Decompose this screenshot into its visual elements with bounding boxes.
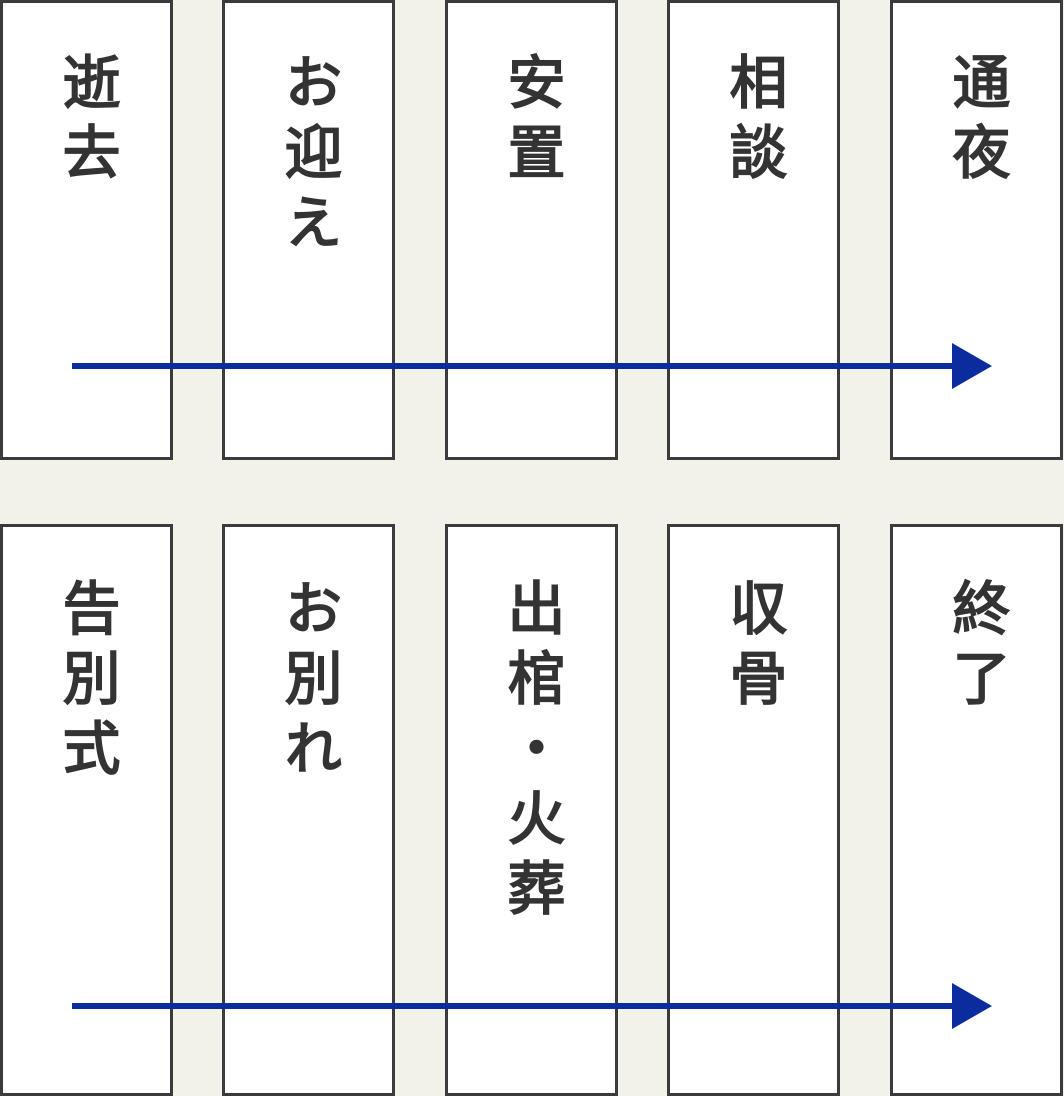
step-label-shukotsu: 収骨 <box>719 578 788 718</box>
arrow-head <box>952 343 992 389</box>
step-label-tsuya: 通夜 <box>942 52 1011 192</box>
step-box-omukae <box>222 0 395 460</box>
step-box-shikyo <box>0 0 173 460</box>
arrow-head <box>952 983 992 1029</box>
step-label-shukkan-kaso: 出棺・火葬 <box>497 578 566 928</box>
step-box-owakare <box>222 524 395 1096</box>
step-box-shukkan-kaso <box>445 524 618 1096</box>
step-label-wrap: お迎え <box>222 52 395 262</box>
step-box-shukotsu <box>667 524 840 1096</box>
step-label-wrap: 告別式 <box>0 578 173 788</box>
step-label-shuryo: 終了 <box>942 578 1011 718</box>
step-label-wrap: 相談 <box>667 52 840 192</box>
step-label-owakare: お別れ <box>274 578 343 788</box>
flow-arrow-row2 <box>72 983 992 1029</box>
step-label-wrap: 安置 <box>445 52 618 192</box>
step-label-wrap: 逝去 <box>0 52 173 192</box>
step-label-sodan: 相談 <box>719 52 788 192</box>
step-label-shikyo: 逝去 <box>52 52 121 192</box>
step-box-sodan <box>667 0 840 460</box>
step-label-anchi: 安置 <box>497 52 566 192</box>
step-label-omukae: お迎え <box>274 52 343 262</box>
step-label-wrap: 終了 <box>890 578 1063 718</box>
step-box-anchi <box>445 0 618 460</box>
step-label-wrap: お別れ <box>222 578 395 788</box>
step-label-kokubetsushiki: 告別式 <box>52 578 121 788</box>
step-box-tsuya <box>890 0 1063 460</box>
step-label-wrap: 出棺・火葬 <box>445 578 618 928</box>
step-label-wrap: 通夜 <box>890 52 1063 192</box>
flow-arrow-row1 <box>72 343 992 389</box>
step-box-kokubetsushiki <box>0 524 173 1096</box>
step-label-wrap: 収骨 <box>667 578 840 718</box>
